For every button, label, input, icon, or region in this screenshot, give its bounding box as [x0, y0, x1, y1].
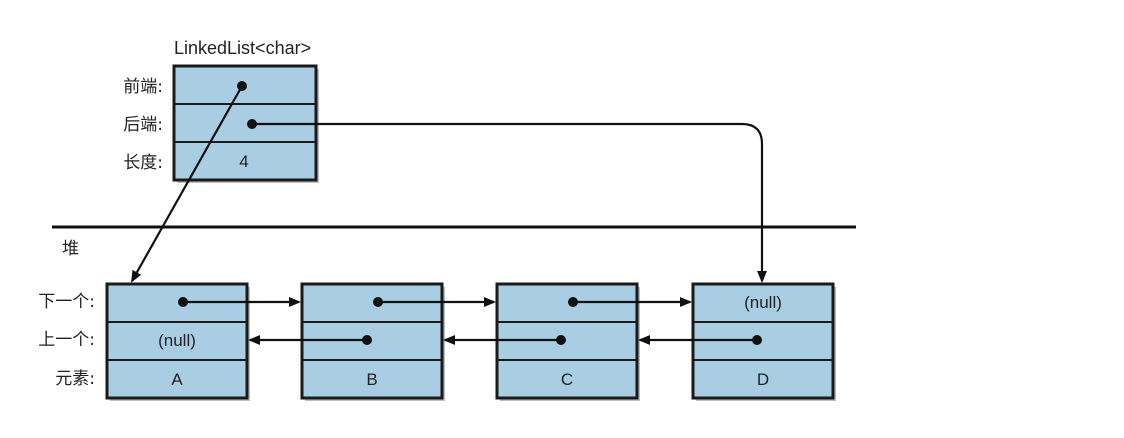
row-label-next: 下一个:	[38, 292, 95, 312]
front-label: 前端:	[123, 77, 163, 97]
node-b-element: B	[366, 370, 377, 389]
node-c-element-cell	[496, 359, 638, 399]
linkedlist-object: LinkedList<char> 前端: 后端: 长度: 4	[123, 38, 319, 183]
node-c-element: C	[561, 370, 573, 389]
node-d-next-value: (null)	[744, 293, 782, 312]
node-d: (null) D	[691, 282, 836, 401]
front-pointer-arrow	[131, 85, 243, 283]
heap-label: 堆	[62, 239, 79, 259]
linkedlist-title: LinkedList<char>	[174, 38, 311, 58]
row-label-prev: 上一个:	[38, 330, 95, 350]
length-cell	[173, 141, 317, 181]
back-label: 后端:	[123, 115, 163, 135]
node-a-element: A	[171, 370, 183, 389]
node-a: (null) A	[105, 282, 250, 401]
node-a-prev-value: (null)	[158, 331, 196, 350]
back-pointer-arrow	[252, 122, 767, 283]
length-value: 4	[239, 152, 248, 171]
row-label-element: 元素:	[55, 369, 95, 389]
node-c: C	[495, 282, 640, 401]
node-a-outline	[105, 282, 249, 400]
length-label: 长度:	[123, 153, 163, 173]
node-d-element: D	[757, 370, 769, 389]
